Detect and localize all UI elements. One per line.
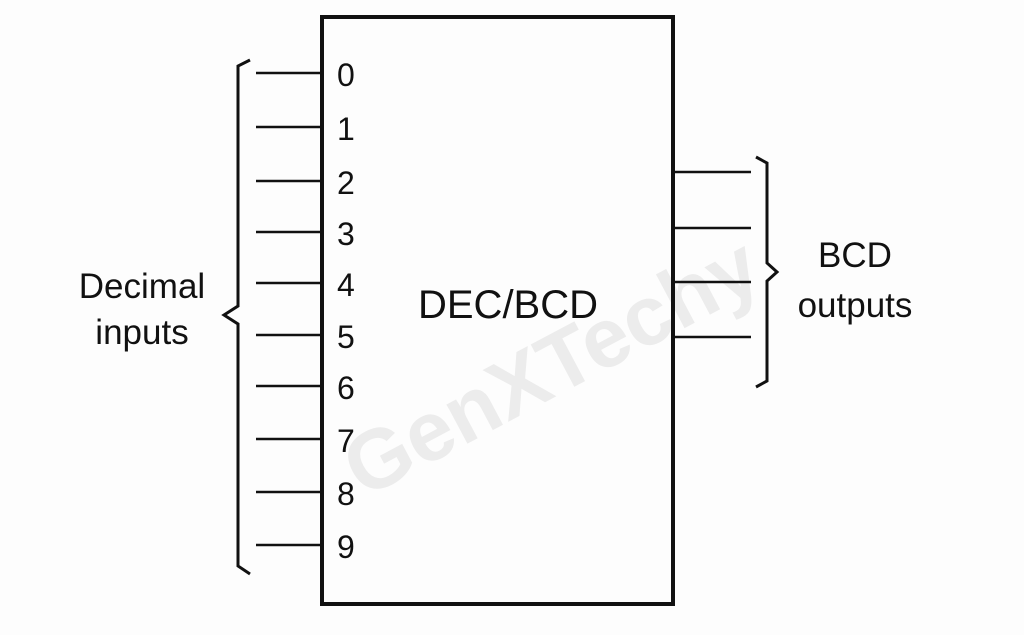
decoder-block	[320, 15, 675, 606]
outputs-label-line1: BCD	[818, 236, 892, 275]
input-pin-label: 3	[337, 216, 355, 252]
inputs-label-line2: inputs	[95, 313, 188, 352]
input-lines	[256, 71, 322, 547]
input-pin-label: 0	[337, 57, 355, 93]
watermark: GenXTechy	[328, 218, 775, 515]
inputs-label-line1: Decimal	[79, 267, 205, 306]
input-brace	[221, 58, 251, 576]
input-pin-label: 5	[337, 319, 355, 355]
input-pin-label: 6	[337, 370, 355, 406]
input-pin-label: 9	[337, 529, 355, 565]
input-pin-label: 1	[337, 111, 355, 147]
outputs-label-line2: outputs	[798, 286, 913, 325]
block-title: DEC/BCD	[418, 283, 598, 327]
input-pin-label: 8	[337, 476, 355, 512]
input-pin-labels: 0 1 2 3 4 5 6 7 8 9	[337, 57, 355, 565]
output-lines	[673, 170, 751, 339]
input-pin-label: 4	[337, 267, 355, 303]
output-brace	[755, 155, 780, 389]
input-pin-label: 7	[337, 423, 355, 459]
input-pin-label: 2	[337, 165, 355, 201]
